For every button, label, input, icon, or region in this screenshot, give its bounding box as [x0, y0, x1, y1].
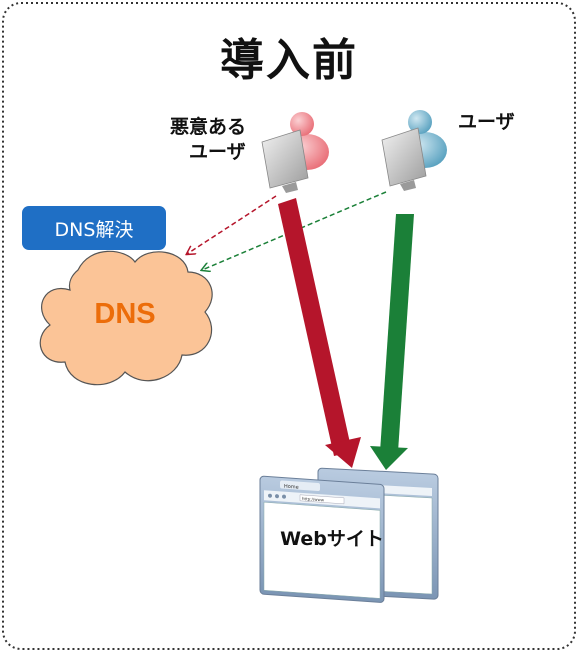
dns-resolution-box: DNS解決: [22, 206, 166, 250]
user-icon: [381, 110, 447, 191]
user-access-arrow: [370, 214, 414, 470]
website-label: Webサイト: [280, 528, 384, 550]
dns-query-malicious: [187, 195, 277, 254]
dns-cloud-label: DNS: [94, 298, 156, 330]
user-label: ユーザ: [458, 111, 515, 133]
malicious-user-label-line2: ユーザ: [189, 141, 246, 163]
malicious-user-label-line1: 悪意ある: [170, 116, 247, 138]
malicious-access-arrow: [278, 198, 361, 468]
browser-address-text: http://www: [302, 496, 325, 503]
malicious-user-icon: [261, 112, 329, 193]
page-title: 導入前: [220, 35, 358, 86]
dns-resolution-label: DNS解決: [54, 218, 134, 241]
browser-tab-text: Home: [284, 484, 299, 491]
website-icon: Home http://www: [259, 467, 439, 603]
dns-cloud: [39, 250, 213, 386]
